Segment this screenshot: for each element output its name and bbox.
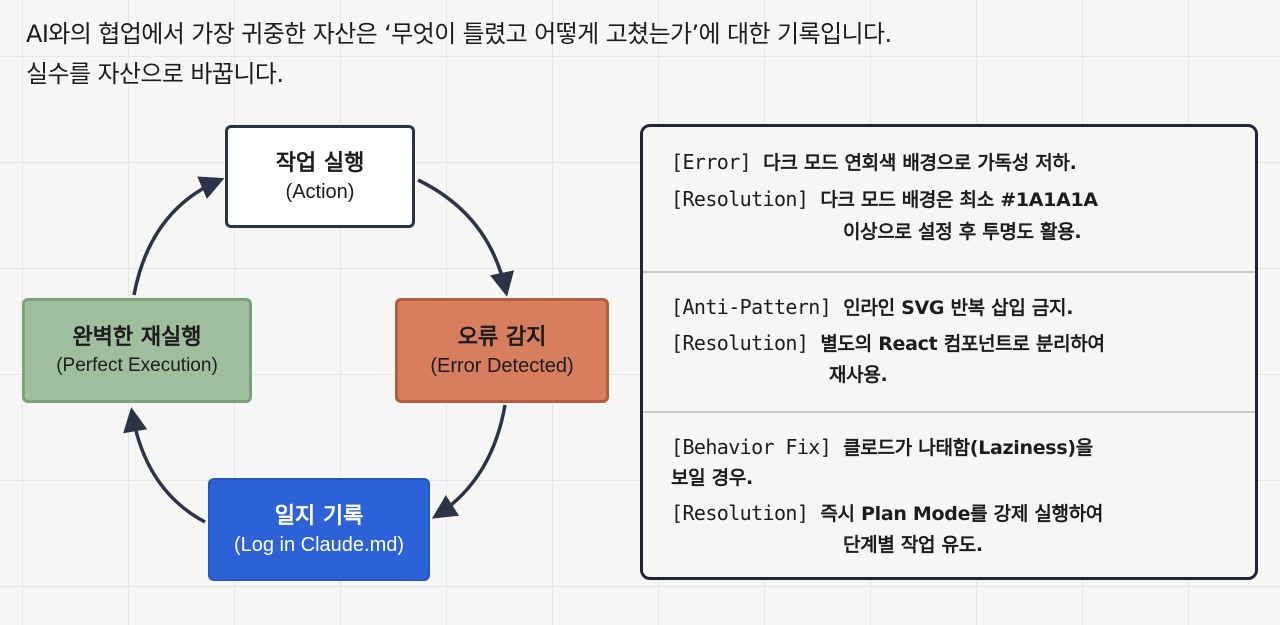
resolution-text-cont: 이상으로 설정 후 투명도 활용. [843, 221, 1082, 243]
entry-text: 다크 모드 연회색 배경으로 가독성 저하. [763, 152, 1077, 174]
action-step-box: 작업 실행 (Action) [225, 125, 415, 228]
arrow-perfect-to-action [132, 176, 225, 296]
resolution-text-cont: 재사용. [829, 364, 888, 386]
log-entry: [Error] 다크 모드 연회색 배경으로 가독성 저하. [Resoluti… [643, 127, 1255, 271]
resolution-text: 즉시 Plan Mode를 강제 실행하여 [820, 503, 1104, 525]
error-step-title: 오류 감지 [457, 324, 547, 350]
log-entry: [Behavior Fix] 클로드가 나태함(Laziness)을 보일 경우… [643, 411, 1255, 577]
log-entry: [Anti-Pattern] 인라인 SVG 반복 삽입 금지. [Resolu… [643, 271, 1255, 411]
entry-tag: [Anti-Pattern] [671, 295, 832, 319]
arrow-log-to-perfect [123, 407, 206, 524]
entry-text: 클로드가 나태함(Laziness)을 [843, 437, 1093, 459]
resolution-text-cont: 단계별 작업 유도. [843, 534, 983, 556]
error-step-subtitle: (Error Detected) [430, 354, 574, 377]
entry-text-cont: 보일 경우. [671, 467, 753, 489]
heading-line-1: AI와의 협업에서 가장 귀중한 자산은 ‘무엇이 틀렸고 어떻게 고쳤는가’에… [26, 20, 892, 48]
perfect-step-title: 완벽한 재실행 [72, 324, 202, 350]
resolution-tag: [Resolution] [671, 501, 809, 525]
log-step-subtitle: (Log in Claude.md) [233, 533, 405, 556]
perfect-step-subtitle: (Perfect Execution) [56, 354, 218, 376]
resolution-tag: [Resolution] [671, 331, 809, 355]
log-step-title: 일지 기록 [274, 503, 364, 529]
entry-text: 인라인 SVG 반복 삽입 금지. [843, 297, 1074, 319]
log-entries-panel: [Error] 다크 모드 연회색 배경으로 가독성 저하. [Resoluti… [640, 124, 1258, 580]
resolution-tag: [Resolution] [671, 187, 809, 211]
perfect-execution-step-box: 완벽한 재실행 (Perfect Execution) [22, 298, 252, 403]
resolution-text: 다크 모드 배경은 최소 #1A1A1A [820, 189, 1098, 211]
entry-tag: [Behavior Fix] [671, 435, 832, 459]
arrow-action-to-error [417, 178, 514, 297]
resolution-text: 별도의 React 컴포넌트로 분리하여 [820, 333, 1105, 355]
action-step-title: 작업 실행 [275, 150, 365, 176]
entry-tag: [Error] [671, 150, 752, 174]
arrow-error-to-log [431, 404, 507, 519]
page-heading: AI와의 협업에서 가장 귀중한 자산은 ‘무엇이 틀렸고 어떻게 고쳤는가’에… [26, 14, 892, 94]
log-step-box: 일지 기록 (Log in Claude.md) [208, 478, 430, 581]
error-detected-step-box: 오류 감지 (Error Detected) [395, 298, 609, 403]
heading-line-2: 실수를 자산으로 바꿉니다. [26, 60, 284, 88]
action-step-subtitle: (Action) [285, 180, 355, 203]
